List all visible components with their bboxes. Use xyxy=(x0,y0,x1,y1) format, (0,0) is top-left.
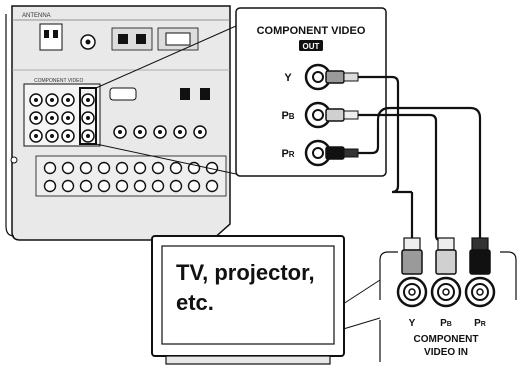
out-label-pr: PR xyxy=(281,148,294,160)
rs232-port xyxy=(109,87,137,101)
tv-pr-plug xyxy=(469,249,491,275)
pr-plug xyxy=(325,146,345,160)
screen-text-line-1: TV, projector, xyxy=(176,260,315,285)
component-video-out-callout: COMPONENT VIDEO OUT Y PB PR xyxy=(235,7,387,177)
tv-label-pr: PR xyxy=(474,318,486,329)
tv-y-plug xyxy=(401,249,423,275)
y-plug xyxy=(325,70,345,84)
antenna-am-terminal xyxy=(39,23,63,51)
pb-plug xyxy=(325,108,345,122)
cable-pr-stub xyxy=(358,130,380,155)
tv-zoom-line-top xyxy=(339,279,381,307)
tv-display: TV, projector, etc. xyxy=(151,235,345,365)
callout-title: COMPONENT VIDEO xyxy=(257,25,366,37)
out-badge xyxy=(299,40,323,51)
tv-stand xyxy=(165,355,331,365)
antenna-label: ANTENNA xyxy=(22,13,51,19)
cable-y xyxy=(358,75,412,194)
component-jack-grid xyxy=(29,93,95,143)
tv-pb-plug xyxy=(435,249,457,275)
tv-input-panel: Y PB PR COMPONENT VIDEO IN xyxy=(379,237,518,362)
zoom-line-top xyxy=(95,25,237,89)
av-receiver-rear-panel: ANTENNA COMPONENT VIDEO xyxy=(5,5,231,241)
component-video-small-label: COMPONENT VIDEO xyxy=(34,78,83,84)
cable-pr xyxy=(376,106,482,238)
tv-caption-line-2: VIDEO IN xyxy=(424,347,468,358)
tv-screen xyxy=(161,245,335,345)
screen-text-line-2: etc. xyxy=(176,290,214,315)
out-badge-label: OUT xyxy=(303,42,320,51)
out-label-y: Y xyxy=(284,72,292,84)
tv-label-pb: PB xyxy=(440,318,452,329)
s-video-jacks xyxy=(113,125,207,139)
tv-caption-line-1: COMPONENT xyxy=(414,334,479,345)
out-label-pb: PB xyxy=(281,110,294,122)
tv-zoom-line-bottom xyxy=(339,317,381,331)
zoom-line-bottom xyxy=(95,143,237,175)
tv-label-y: Y xyxy=(409,318,416,329)
audio-video-jack-rows xyxy=(35,155,227,197)
